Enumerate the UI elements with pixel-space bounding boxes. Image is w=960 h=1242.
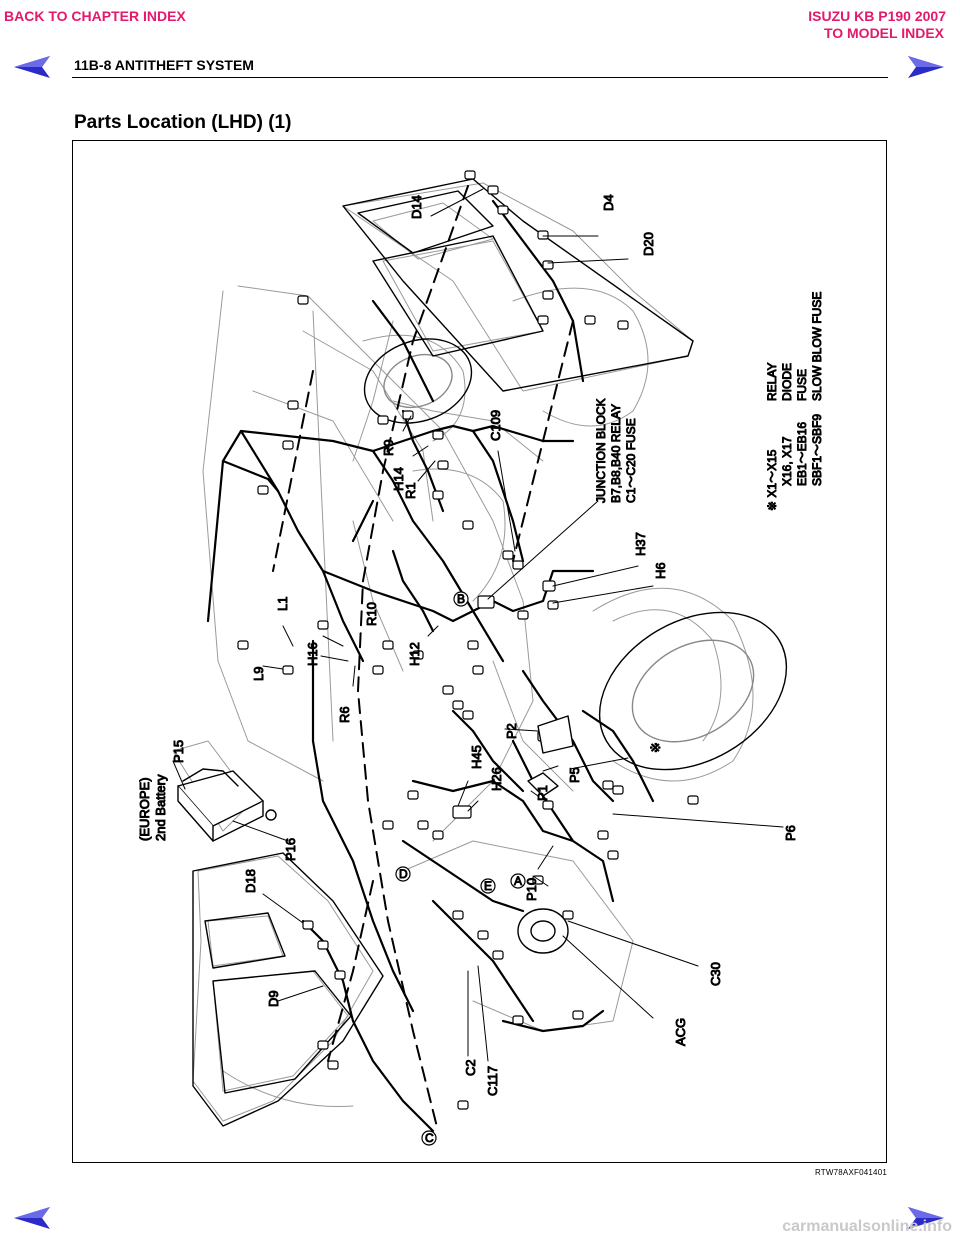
legend-row2-code: X16, X17	[780, 436, 794, 486]
label-p10: P10	[524, 878, 539, 901]
label-d9: D9	[266, 990, 281, 1007]
marker-c: C	[425, 1131, 434, 1145]
label-h6: H6	[653, 562, 668, 579]
label-r6: R6	[337, 706, 352, 723]
label-l9: L9	[251, 667, 266, 681]
arrow-right-icon[interactable]	[906, 1205, 946, 1231]
legend-row3-code: EB1～EB16	[795, 422, 809, 486]
marker-d: D	[399, 867, 408, 881]
label-p2: P2	[504, 723, 519, 739]
marker-e: E	[484, 879, 492, 893]
marker-b: B	[457, 592, 465, 606]
label-c30: C30	[708, 962, 723, 986]
battery-note-line2: 2nd Battery	[153, 774, 168, 841]
wiring-diagram: D14 D4 D20 R9 H14 R1 C109 L1 R10 H16 H12…	[137, 170, 825, 1146]
label-h12: H12	[407, 642, 422, 666]
label-p5: P5	[567, 767, 582, 783]
arrow-left-icon[interactable]	[12, 54, 52, 80]
label-r10: R10	[364, 602, 379, 626]
legend-row4-desc: SLOW BLOW FUSE	[810, 292, 824, 401]
legend-row3-desc: FUSE	[795, 369, 809, 401]
label-r1: R1	[403, 482, 418, 499]
label-p1: P1	[535, 785, 550, 801]
label-p16: P16	[283, 838, 298, 861]
junction-block-line3: C1～C20 FUSE	[624, 418, 638, 503]
legend-row2-desc: DIODE	[780, 363, 794, 401]
junction-block-line1: JUNCTION BLOCK	[594, 398, 608, 503]
marker-a: A	[514, 874, 522, 888]
label-h45: H45	[469, 745, 484, 769]
label-c109: C109	[488, 410, 503, 441]
label-r9: R9	[381, 439, 396, 456]
model-title-link[interactable]: ISUZU KB P190 2007	[808, 8, 946, 24]
label-h16: H16	[305, 642, 320, 666]
label-p15: P15	[171, 740, 186, 763]
battery-note-line1: (EUROPE)	[137, 777, 152, 841]
asterisk-marker: ※	[648, 742, 663, 753]
header-divider	[72, 77, 888, 78]
figure-code: RTW78AXF041401	[814, 1168, 887, 1177]
label-d20: D20	[641, 232, 656, 256]
wiring-diagram-frame: D14 D4 D20 R9 H14 R1 C109 L1 R10 H16 H12…	[72, 140, 887, 1163]
label-h26: H26	[489, 767, 504, 791]
label-p6: P6	[783, 825, 798, 841]
label-acg: ACG	[673, 1018, 688, 1046]
section-header: 11B-8 ANTITHEFT SYSTEM	[74, 57, 254, 73]
label-d18: D18	[243, 869, 258, 893]
label-d14: D14	[409, 195, 424, 219]
watermark: carmanualsonline.info	[782, 1218, 952, 1235]
legend-row1-code: ※ X1～X15	[765, 449, 779, 511]
junction-block-line2: B7,B8,B40 RELAY	[609, 404, 623, 503]
label-h37: H37	[633, 532, 648, 556]
label-c2: C2	[463, 1059, 478, 1076]
label-h14: H14	[391, 467, 406, 491]
page-title: Parts Location (LHD) (1)	[74, 112, 292, 133]
label-l1: L1	[275, 597, 290, 611]
label-d4: D4	[601, 194, 616, 211]
label-c117: C117	[485, 1066, 500, 1096]
legend-row4-code: SBF1～SBF9	[810, 414, 824, 486]
arrow-left-icon[interactable]	[12, 1205, 52, 1231]
legend-row1-desc: RELAY	[765, 363, 779, 401]
arrow-right-icon[interactable]	[906, 54, 946, 80]
to-model-index-link[interactable]: TO MODEL INDEX	[823, 25, 944, 41]
back-to-chapter-link[interactable]: BACK TO CHAPTER INDEX	[4, 8, 186, 24]
